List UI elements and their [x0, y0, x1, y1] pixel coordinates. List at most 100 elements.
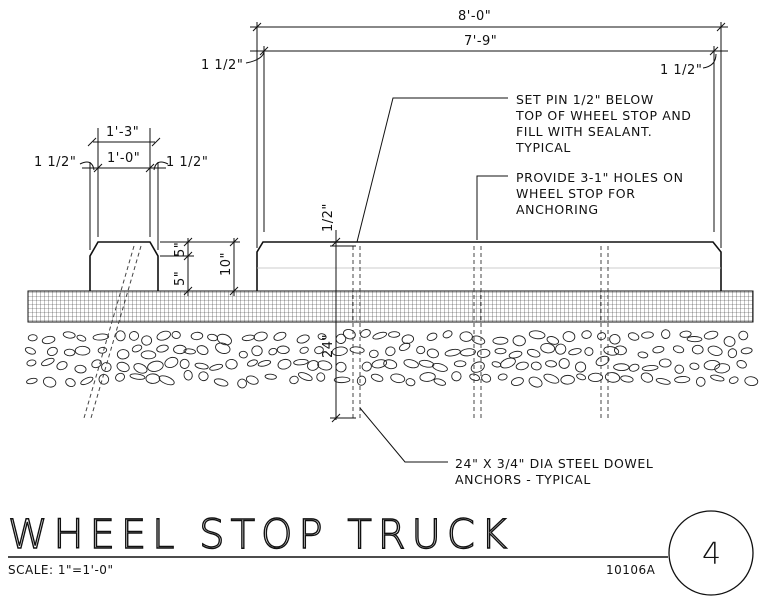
gravel-stone — [115, 330, 126, 342]
gravel-stone — [672, 345, 685, 354]
asphalt-pavement-layer — [27, 290, 754, 323]
gravel-stone — [317, 360, 333, 371]
gravel-stone — [342, 329, 356, 340]
gravel-stone — [641, 331, 654, 339]
gravel-stone — [26, 359, 37, 367]
gravel-stone — [471, 335, 486, 345]
gravel-stone — [497, 373, 508, 381]
gravel-stone — [190, 331, 204, 341]
gravel-stone — [147, 360, 164, 372]
gravel-stone — [264, 373, 277, 380]
gravel-stone — [405, 378, 416, 387]
gravel-stone — [575, 361, 587, 373]
gravel-stone — [74, 345, 91, 356]
holes-note-line-2: WHEEL STOP FOR — [516, 186, 636, 201]
gravel-stone — [289, 375, 299, 385]
section-base-width-label: 1'-0" — [107, 151, 140, 166]
gravel-stone — [198, 371, 209, 382]
gravel-stone — [179, 358, 190, 369]
dowel-note-line-2: ANCHORS - TYPICAL — [455, 472, 591, 487]
gravel-stone — [603, 346, 620, 356]
gravel-stone — [528, 376, 543, 388]
gravel-stone — [268, 347, 278, 356]
dowel-note-line-1: 24" X 3/4" DIA STEEL DOWEL — [455, 456, 653, 471]
gravel-stone — [246, 359, 258, 367]
gravel-stone — [296, 334, 310, 344]
gravel-stone — [24, 347, 36, 355]
gravel-stone — [442, 330, 453, 339]
gravel-stone — [331, 346, 348, 356]
section-top-width-label: 1'-3" — [106, 125, 139, 140]
gravel-stone — [526, 348, 541, 358]
gravel-stone — [508, 350, 523, 359]
holes-note: PROVIDE 3-1" HOLES ON WHEEL STOP FOR ANC… — [516, 170, 684, 217]
gravel-stone — [115, 372, 125, 382]
gravel-stone — [740, 347, 753, 355]
gravel-stone — [528, 330, 546, 340]
gravel-stone — [388, 331, 401, 338]
gravel-stone — [26, 377, 38, 385]
gravel-stone — [540, 342, 556, 354]
gravel-stone — [98, 373, 110, 385]
gravel-stone — [727, 348, 738, 359]
gravel-stone — [257, 360, 272, 367]
detail-number: 4 — [702, 537, 721, 572]
gravel-stone — [164, 356, 179, 369]
gravel-stone — [500, 357, 516, 369]
pin-note-line-1: SET PIN 1/2" BELOW — [516, 92, 654, 107]
holes-note-line-1: PROVIDE 3-1" HOLES ON — [516, 170, 684, 185]
gravel-stone — [512, 335, 526, 347]
gravel-stone — [116, 349, 130, 360]
gravel-stone — [576, 373, 587, 381]
gravel-stone — [736, 360, 747, 369]
gravel-stone — [335, 333, 347, 344]
gravel-stone — [314, 346, 324, 355]
gravel-stone — [558, 358, 570, 369]
gravel-stone — [196, 345, 209, 356]
gravel-stone — [426, 332, 438, 341]
holes-note-line-3: ANCHORING — [516, 202, 599, 217]
gravel-stone — [371, 359, 388, 369]
gravel-stone — [555, 343, 567, 355]
pin-recess-label: 1/2" — [321, 203, 336, 232]
gravel-stone — [128, 331, 140, 341]
gravel-stone — [129, 373, 146, 380]
gravel-stone — [131, 344, 143, 353]
gravel-stone — [156, 344, 169, 353]
gravel-stone — [562, 331, 576, 343]
gravel-base-layer — [24, 329, 759, 389]
gravel-stone — [689, 362, 700, 370]
gravel-stone — [383, 359, 398, 370]
gravel-stone — [245, 375, 259, 385]
gravel-stone — [655, 378, 671, 385]
gravel-stone — [403, 359, 419, 369]
gravel-stone — [76, 334, 87, 342]
gravel-stone — [156, 330, 171, 341]
gravel-stone — [510, 377, 524, 387]
gravel-stone — [385, 346, 396, 357]
gravel-stone — [62, 331, 76, 339]
gravel-stone — [97, 346, 108, 354]
gravel-stone — [674, 364, 685, 374]
gravel-stone — [65, 378, 76, 388]
gravel-stone — [595, 355, 610, 367]
gravel-stone — [297, 372, 313, 381]
gravel-stone — [92, 333, 110, 341]
gravel-stone — [41, 335, 56, 345]
gravel-stone — [91, 359, 102, 369]
gravel-stone — [543, 373, 560, 384]
gravel-stone — [253, 331, 268, 342]
gravel-stone — [494, 347, 507, 355]
gravel-stone — [641, 365, 659, 372]
pin-note-line-4: TYPICAL — [515, 140, 571, 155]
end-chamfer-right-label: 1 1/2" — [660, 63, 702, 78]
drawing-title: WHEEL STOP TRUCK — [8, 512, 513, 558]
dowel-depth-label: 24" — [321, 334, 336, 358]
gravel-stone — [459, 331, 473, 342]
gravel-stone — [703, 359, 721, 371]
gravel-stone — [640, 372, 654, 383]
gravel-stone — [416, 345, 426, 355]
gravel-stone — [627, 332, 640, 341]
gravel-stone — [568, 348, 582, 356]
gravel-stone — [419, 372, 436, 382]
